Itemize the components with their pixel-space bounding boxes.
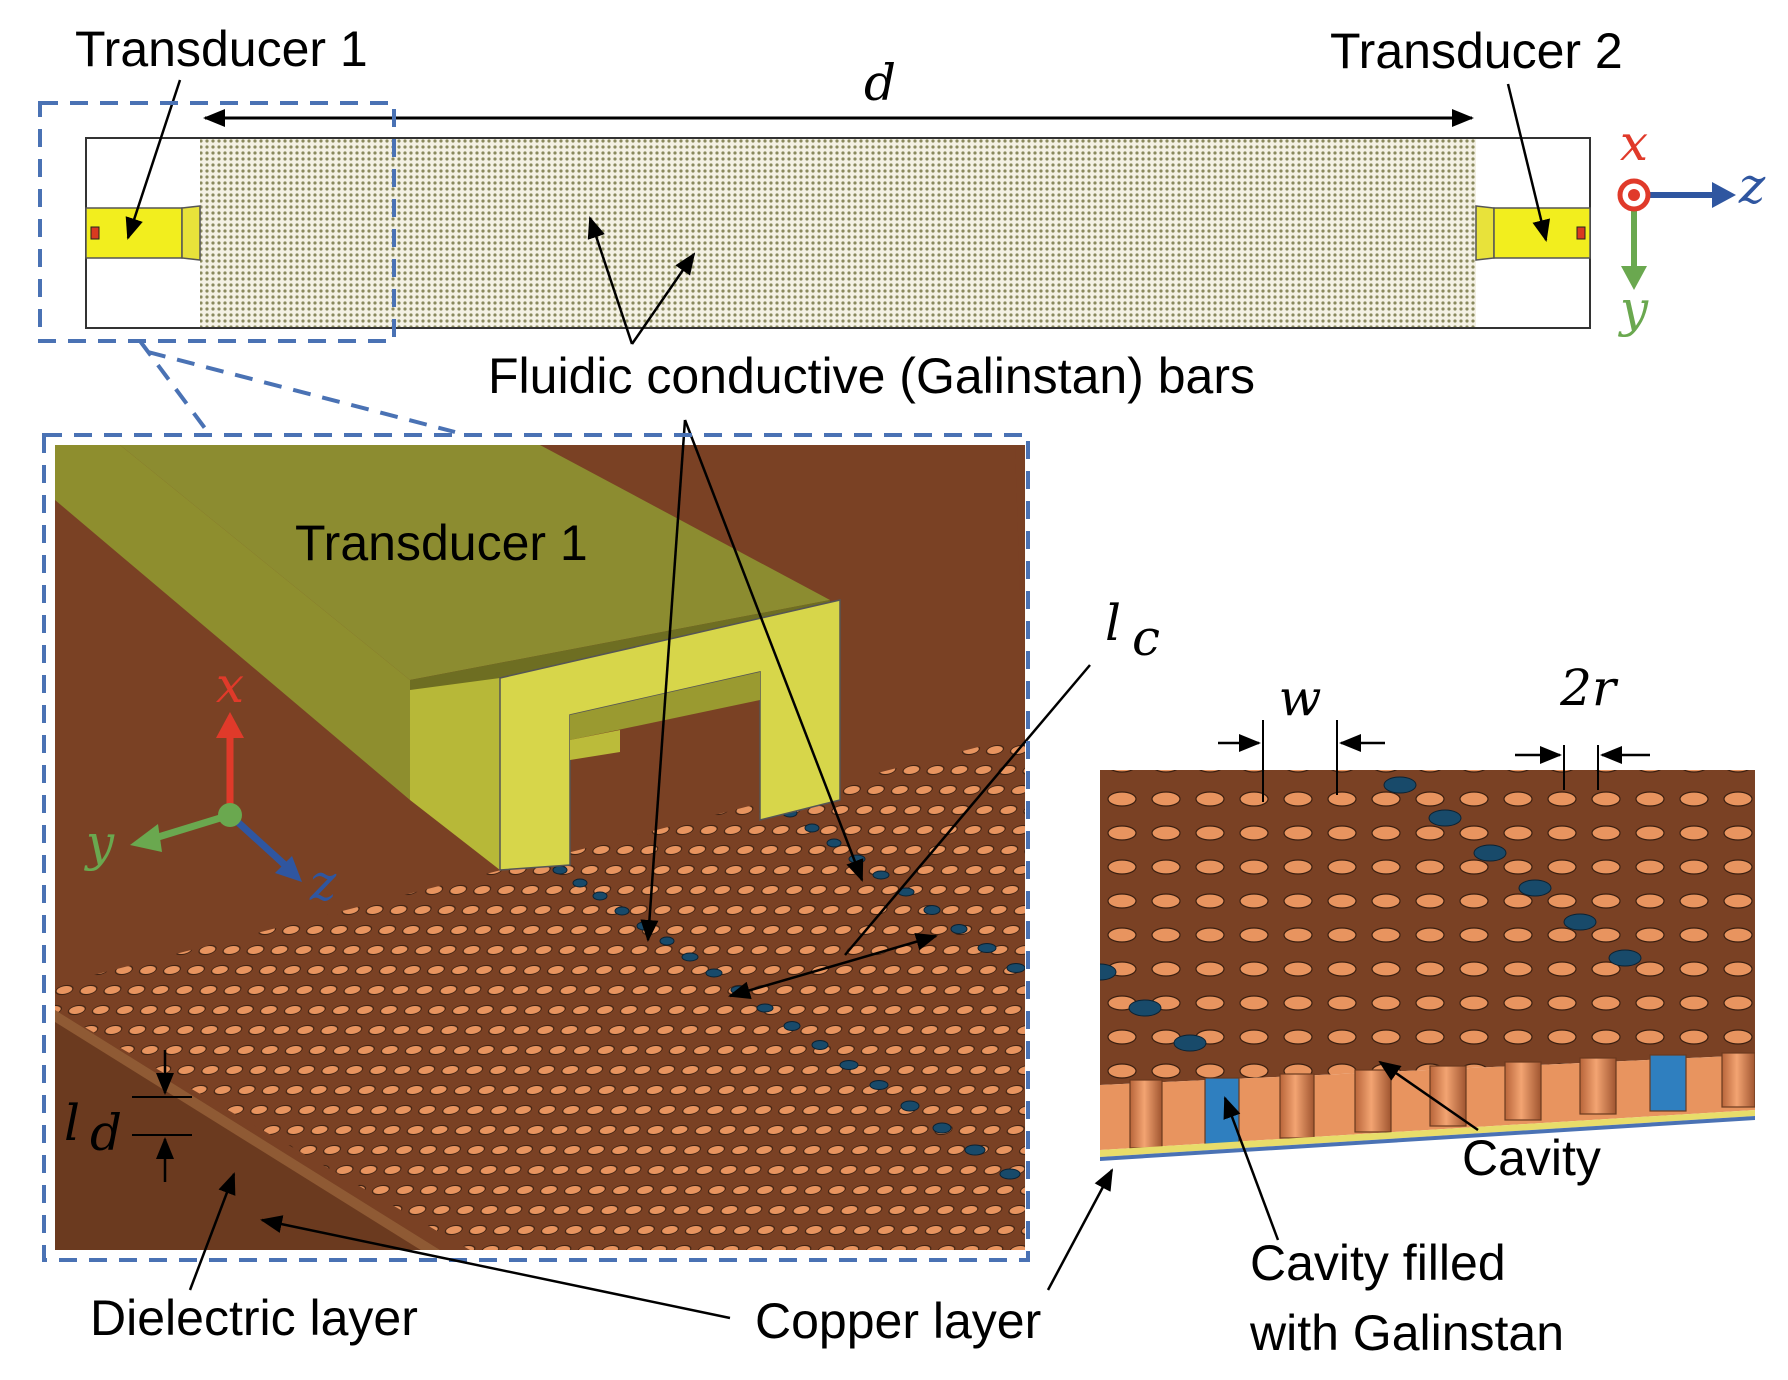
perforated-plate — [55, 735, 1025, 1250]
top-plate — [1100, 770, 1755, 1085]
transducer-2-top — [1475, 205, 1591, 261]
transducer-2-label: Transducer 2 — [1330, 23, 1623, 79]
galinstan-bars-label: Fluidic conductive (Galinstan) bars — [488, 348, 1255, 404]
transducer-1-top — [85, 205, 201, 261]
axes-overview: x z y — [1617, 114, 1766, 338]
svg-text:x: x — [216, 656, 244, 714]
svg-text:y: y — [84, 814, 115, 872]
axes-zoom: x y z — [84, 656, 337, 912]
w-label: w — [1279, 669, 1322, 727]
cavity-filled-label-1: Cavity filled — [1250, 1235, 1506, 1291]
svg-text:z: z — [309, 854, 337, 912]
svg-text:d: d — [90, 1104, 122, 1162]
svg-text:y: y — [1618, 280, 1649, 338]
cavity-label: Cavity — [1462, 1130, 1601, 1186]
two-r-label: 2r — [1559, 659, 1619, 717]
lc-label: l — [1105, 594, 1121, 652]
ld-label: l — [64, 1094, 80, 1152]
svg-text:c: c — [1132, 609, 1160, 667]
cross-section-panel: w 2r Cavity Cavity filled with Galinstan — [1100, 659, 1755, 1361]
dielectric-layer-label: Dielectric layer — [90, 1290, 418, 1346]
galinstan-top-holes — [1100, 776, 1642, 1052]
svg-text:x: x — [1620, 114, 1648, 172]
overview-panel: d Transducer 1 Transducer 2 x z y — [38, 21, 1766, 437]
cavity-filled-label-2: with Galinstan — [1249, 1305, 1564, 1361]
svg-text:z: z — [1738, 157, 1766, 215]
transducer-1-label: Transducer 1 — [75, 21, 368, 77]
galinstan-cavity-row-1 — [552, 865, 1021, 1180]
cavity-cylinders — [1129, 1052, 1755, 1149]
callout-box-small — [38, 101, 396, 343]
transducer-1-3d — [55, 445, 841, 871]
callout-box-large — [42, 433, 1030, 1262]
ld-dimension — [132, 1050, 192, 1182]
galinstan-mesh-array — [200, 139, 1476, 327]
zoom-panel: Transducer 1 l c l d x y z — [42, 419, 1160, 1262]
transducer-1-zoom-label: Transducer 1 — [295, 515, 588, 571]
distance-label: d — [864, 54, 896, 112]
copper-layer-label: Copper layer — [755, 1293, 1041, 1349]
